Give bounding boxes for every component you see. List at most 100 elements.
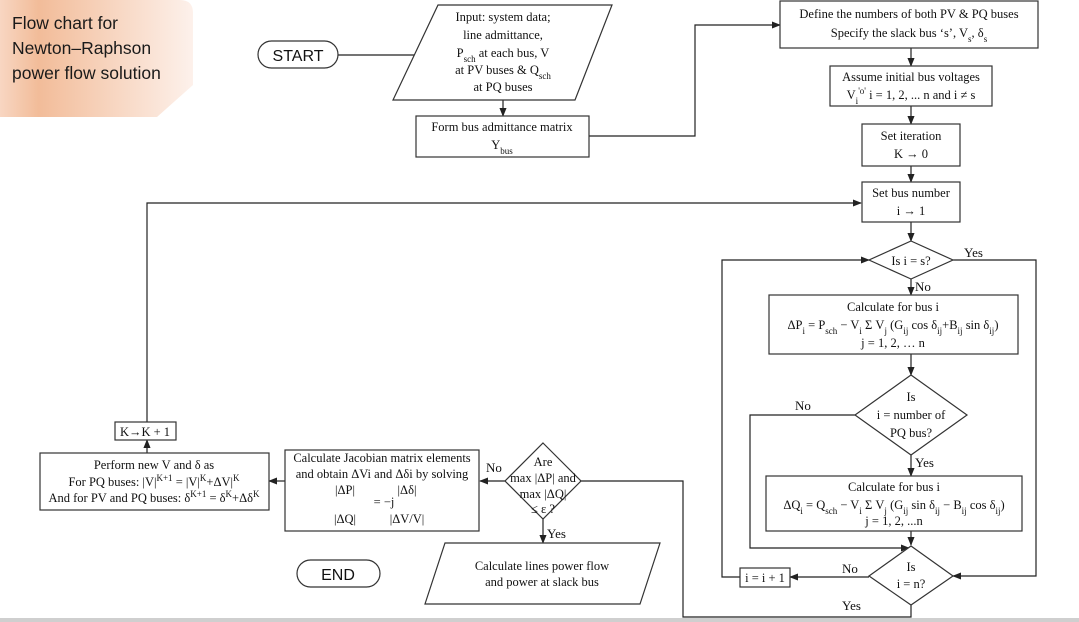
node-text: ≤ ε ? [531, 502, 555, 516]
text-run: − V [837, 498, 859, 512]
subscript: i [859, 506, 862, 516]
text-run: P [457, 46, 464, 60]
node-text: i = n? [897, 577, 926, 591]
connector [580, 21, 781, 137]
node-text: Input: system data; [455, 10, 550, 24]
node-text: Calculate for bus i [848, 480, 941, 494]
subscript: s [968, 34, 972, 44]
node-text: Is [906, 560, 915, 574]
assume-voltages-node: Assume initial bus voltages Vi'o' i = 1,… [829, 65, 993, 107]
node-text: Assume initial bus voltages [842, 70, 980, 84]
superscript: K [226, 489, 233, 499]
subscript: i [803, 326, 806, 336]
node-text: Perform new V and δ as [94, 458, 214, 472]
text-run: For PQ buses: |V| [68, 475, 156, 489]
node-text: Form bus admittance matrix [431, 120, 573, 134]
subscript: ij [962, 506, 967, 516]
text-run: Specify the slack bus ‘s’, V [831, 26, 968, 40]
node-text: j = 1, 2, ...n [864, 514, 923, 528]
subscript: ij [903, 506, 908, 516]
superscript: K [233, 473, 240, 483]
title-background [0, 0, 193, 117]
superscript: K [200, 473, 207, 483]
subscript: sch [539, 71, 551, 81]
superscript: K+1 [190, 489, 206, 499]
input-data-node: Input: system data; line admittance, Psc… [392, 4, 613, 101]
node-text: Calculate for bus i [847, 300, 940, 314]
node-text: And for PV and PQ buses: δK+1 = δK+ΔδK [48, 489, 260, 505]
text-run: , δ [972, 26, 984, 40]
branch-label-yes: Yes [842, 598, 861, 613]
subscript: bus [500, 146, 513, 156]
connectors [143, 21, 1037, 618]
text-run: i = 1, 2, ... n and i ≠ s [866, 88, 976, 102]
node-text: max |ΔP| and [510, 471, 577, 485]
branch-label-no: No [795, 398, 811, 413]
text-run: And for PV and PQ buses: δ [48, 491, 190, 505]
subscript: ij [937, 326, 942, 336]
text-run: sin δ [908, 498, 935, 512]
branch-label-yes: Yes [915, 455, 934, 470]
text-run: Y [491, 138, 500, 152]
connector [721, 256, 870, 578]
subscript: sch [825, 506, 837, 516]
text-run: Σ V [862, 498, 885, 512]
text-run: − B [940, 498, 962, 512]
node-text: Is i = s? [891, 254, 931, 268]
connector [146, 199, 862, 422]
end-label: END [321, 567, 355, 584]
calculate-p-node: Calculate for bus i ΔPi = Psch − Vi Σ Vj… [768, 294, 1019, 355]
is-slack-decision: Is i = s? [867, 240, 955, 280]
subscript: ij [958, 326, 963, 336]
branch-label-yes: Yes [547, 526, 566, 541]
text-run: − V [837, 318, 859, 332]
define-buses-node: Define the numbers of both PV & PQ buses… [779, 0, 1039, 49]
subscript: ij [935, 506, 940, 516]
update-voltages-node: Perform new V and δ as For PQ buses: |V|… [39, 452, 270, 511]
superscript: K+1 [156, 473, 172, 483]
node-text: Set bus number [872, 186, 951, 200]
node-text: line admittance, [463, 28, 543, 42]
subscript: sch [825, 326, 837, 336]
text-run: cos δ [908, 318, 937, 332]
is-pq-decision: Is i = number of PQ bus? [853, 374, 969, 456]
set-bus-node: Set bus number i → 1 [861, 181, 961, 223]
node-text: Specify the slack bus ‘s’, Vs, δs [831, 26, 988, 44]
jacobian-node: Calculate Jacobian matrix elements and o… [284, 449, 480, 532]
connector [749, 414, 910, 552]
calculate-q-node: Calculate for bus i ΔQi = Qsch − Vi Σ Vj… [765, 475, 1023, 532]
node-text: max |ΔQ| [520, 487, 567, 501]
start-label: START [273, 48, 324, 65]
text-run: at each bus, V [476, 46, 550, 60]
title-line: Flow chart for [12, 13, 118, 33]
branch-label-no: No [842, 561, 858, 576]
start-terminal: START [257, 40, 339, 69]
node-text: ΔQi = Qsch − Vi Σ Vj (Gij sin δij − Bij … [783, 498, 1004, 516]
text-run: Σ V [862, 318, 885, 332]
node-text: = −j [374, 495, 395, 509]
is-last-bus-decision: Is i = n? [867, 545, 955, 606]
node-text: Is [906, 390, 915, 404]
subscript: sch [464, 54, 476, 64]
node-text: at PV buses & Qsch [455, 63, 551, 81]
line-flow-node: Calculate lines power flow and power at … [424, 542, 661, 605]
text-run: +B [942, 318, 957, 332]
superscript: 'o' [858, 86, 866, 96]
subscript: i [859, 326, 862, 336]
slide-title: Flow chart for Newton–Raphson power flow… [0, 0, 193, 117]
text-run: at PV buses & Q [455, 63, 539, 77]
text-run: cos δ [967, 498, 996, 512]
title-line: power flow solution [12, 63, 161, 83]
node-text: i = i + 1 [745, 571, 785, 585]
text-run: = |V| [173, 475, 200, 489]
node-text: Are [534, 455, 553, 469]
text-run: ) [994, 318, 998, 332]
subscript: ij [903, 326, 908, 336]
end-terminal: END [296, 559, 381, 588]
node-text: For PQ buses: |V|K+1 = |V|K+ΔV|K [68, 473, 240, 489]
text-run: ) [1001, 498, 1005, 512]
subscript: j [883, 506, 887, 516]
text-run: sin δ [963, 318, 990, 332]
node-text: K → 0 [894, 147, 928, 161]
text-run: = δ [206, 491, 225, 505]
